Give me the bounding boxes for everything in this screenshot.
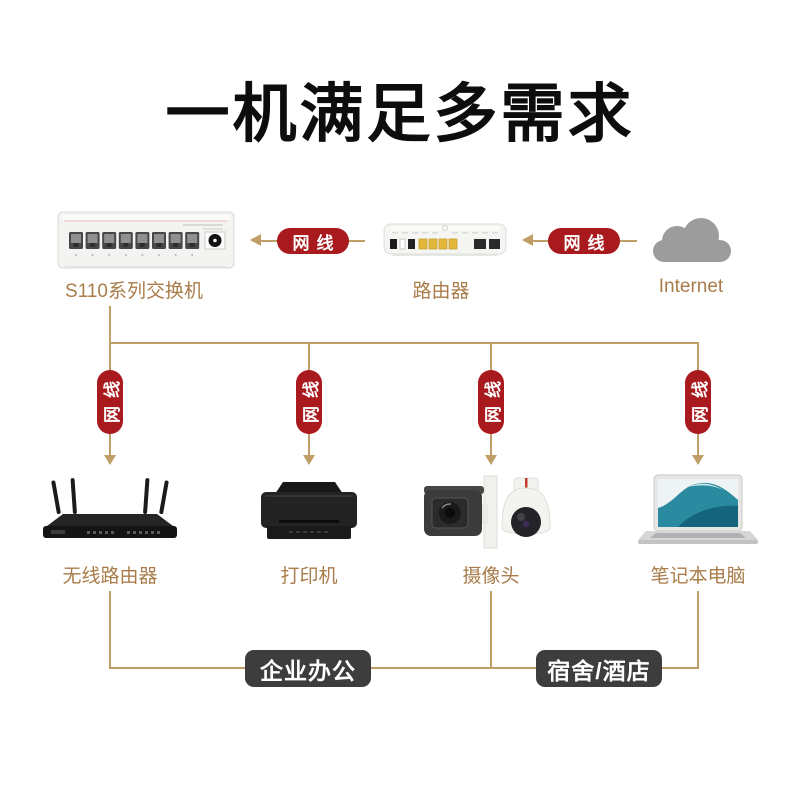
network-bus-line — [109, 342, 699, 344]
cable-badge: 网线 — [97, 370, 123, 434]
switch-label: S110系列交换机 — [65, 281, 203, 302]
switch-downlink-line — [109, 306, 111, 344]
cable-badge: 网线 — [296, 370, 322, 434]
bracket-line-vertical — [490, 591, 492, 669]
cable-arrow-internet-to-router: 网线 — [522, 228, 640, 254]
cable-badge: 网线 — [685, 370, 711, 434]
group-badge-hotel: 宿舍/酒店 — [536, 650, 662, 687]
laptop-icon — [638, 474, 758, 544]
router-label: 路由器 — [412, 281, 470, 302]
device-label-camera: 摄像头 — [462, 566, 520, 587]
cable-badge-vertical: 网线 — [296, 370, 322, 434]
page-title: 一机满足多需求 — [165, 78, 635, 150]
arrow-down-icon — [303, 455, 315, 465]
cable-badge-vertical: 网线 — [685, 370, 711, 434]
cable-badge: 网线 — [548, 228, 620, 254]
bracket-line-vertical — [697, 591, 699, 669]
internet-cloud-icon — [653, 218, 731, 262]
cable-badge-vertical: 网线 — [478, 370, 504, 434]
arrow-left-icon — [250, 234, 261, 246]
wireless-router-icon — [43, 478, 177, 538]
bracket-line-vertical — [109, 591, 111, 669]
arrow-down-icon — [104, 455, 116, 465]
camera-icon — [424, 475, 551, 549]
bracket-line-horizontal — [109, 667, 245, 669]
printer-icon — [261, 482, 357, 539]
internet-label: Internet — [658, 276, 724, 297]
arrow-down-icon — [485, 455, 497, 465]
group-badge-office: 企业办公 — [245, 650, 371, 687]
device-label-laptop: 笔记本电脑 — [650, 566, 746, 587]
router-device-icon — [383, 223, 507, 256]
cable-arrow-router-to-switch: 网线 — [250, 228, 368, 254]
cable-badge: 网线 — [478, 370, 504, 434]
bracket-line-horizontal — [662, 667, 699, 669]
device-label-wireless-router: 无线路由器 — [62, 566, 158, 587]
cable-badge-vertical: 网线 — [97, 370, 123, 434]
device-label-printer: 打印机 — [280, 566, 338, 587]
cable-badge: 网线 — [277, 228, 349, 254]
bracket-line-horizontal — [371, 667, 536, 669]
arrow-down-icon — [692, 455, 704, 465]
arrow-left-icon — [522, 234, 533, 246]
switch-device-icon — [57, 211, 235, 269]
